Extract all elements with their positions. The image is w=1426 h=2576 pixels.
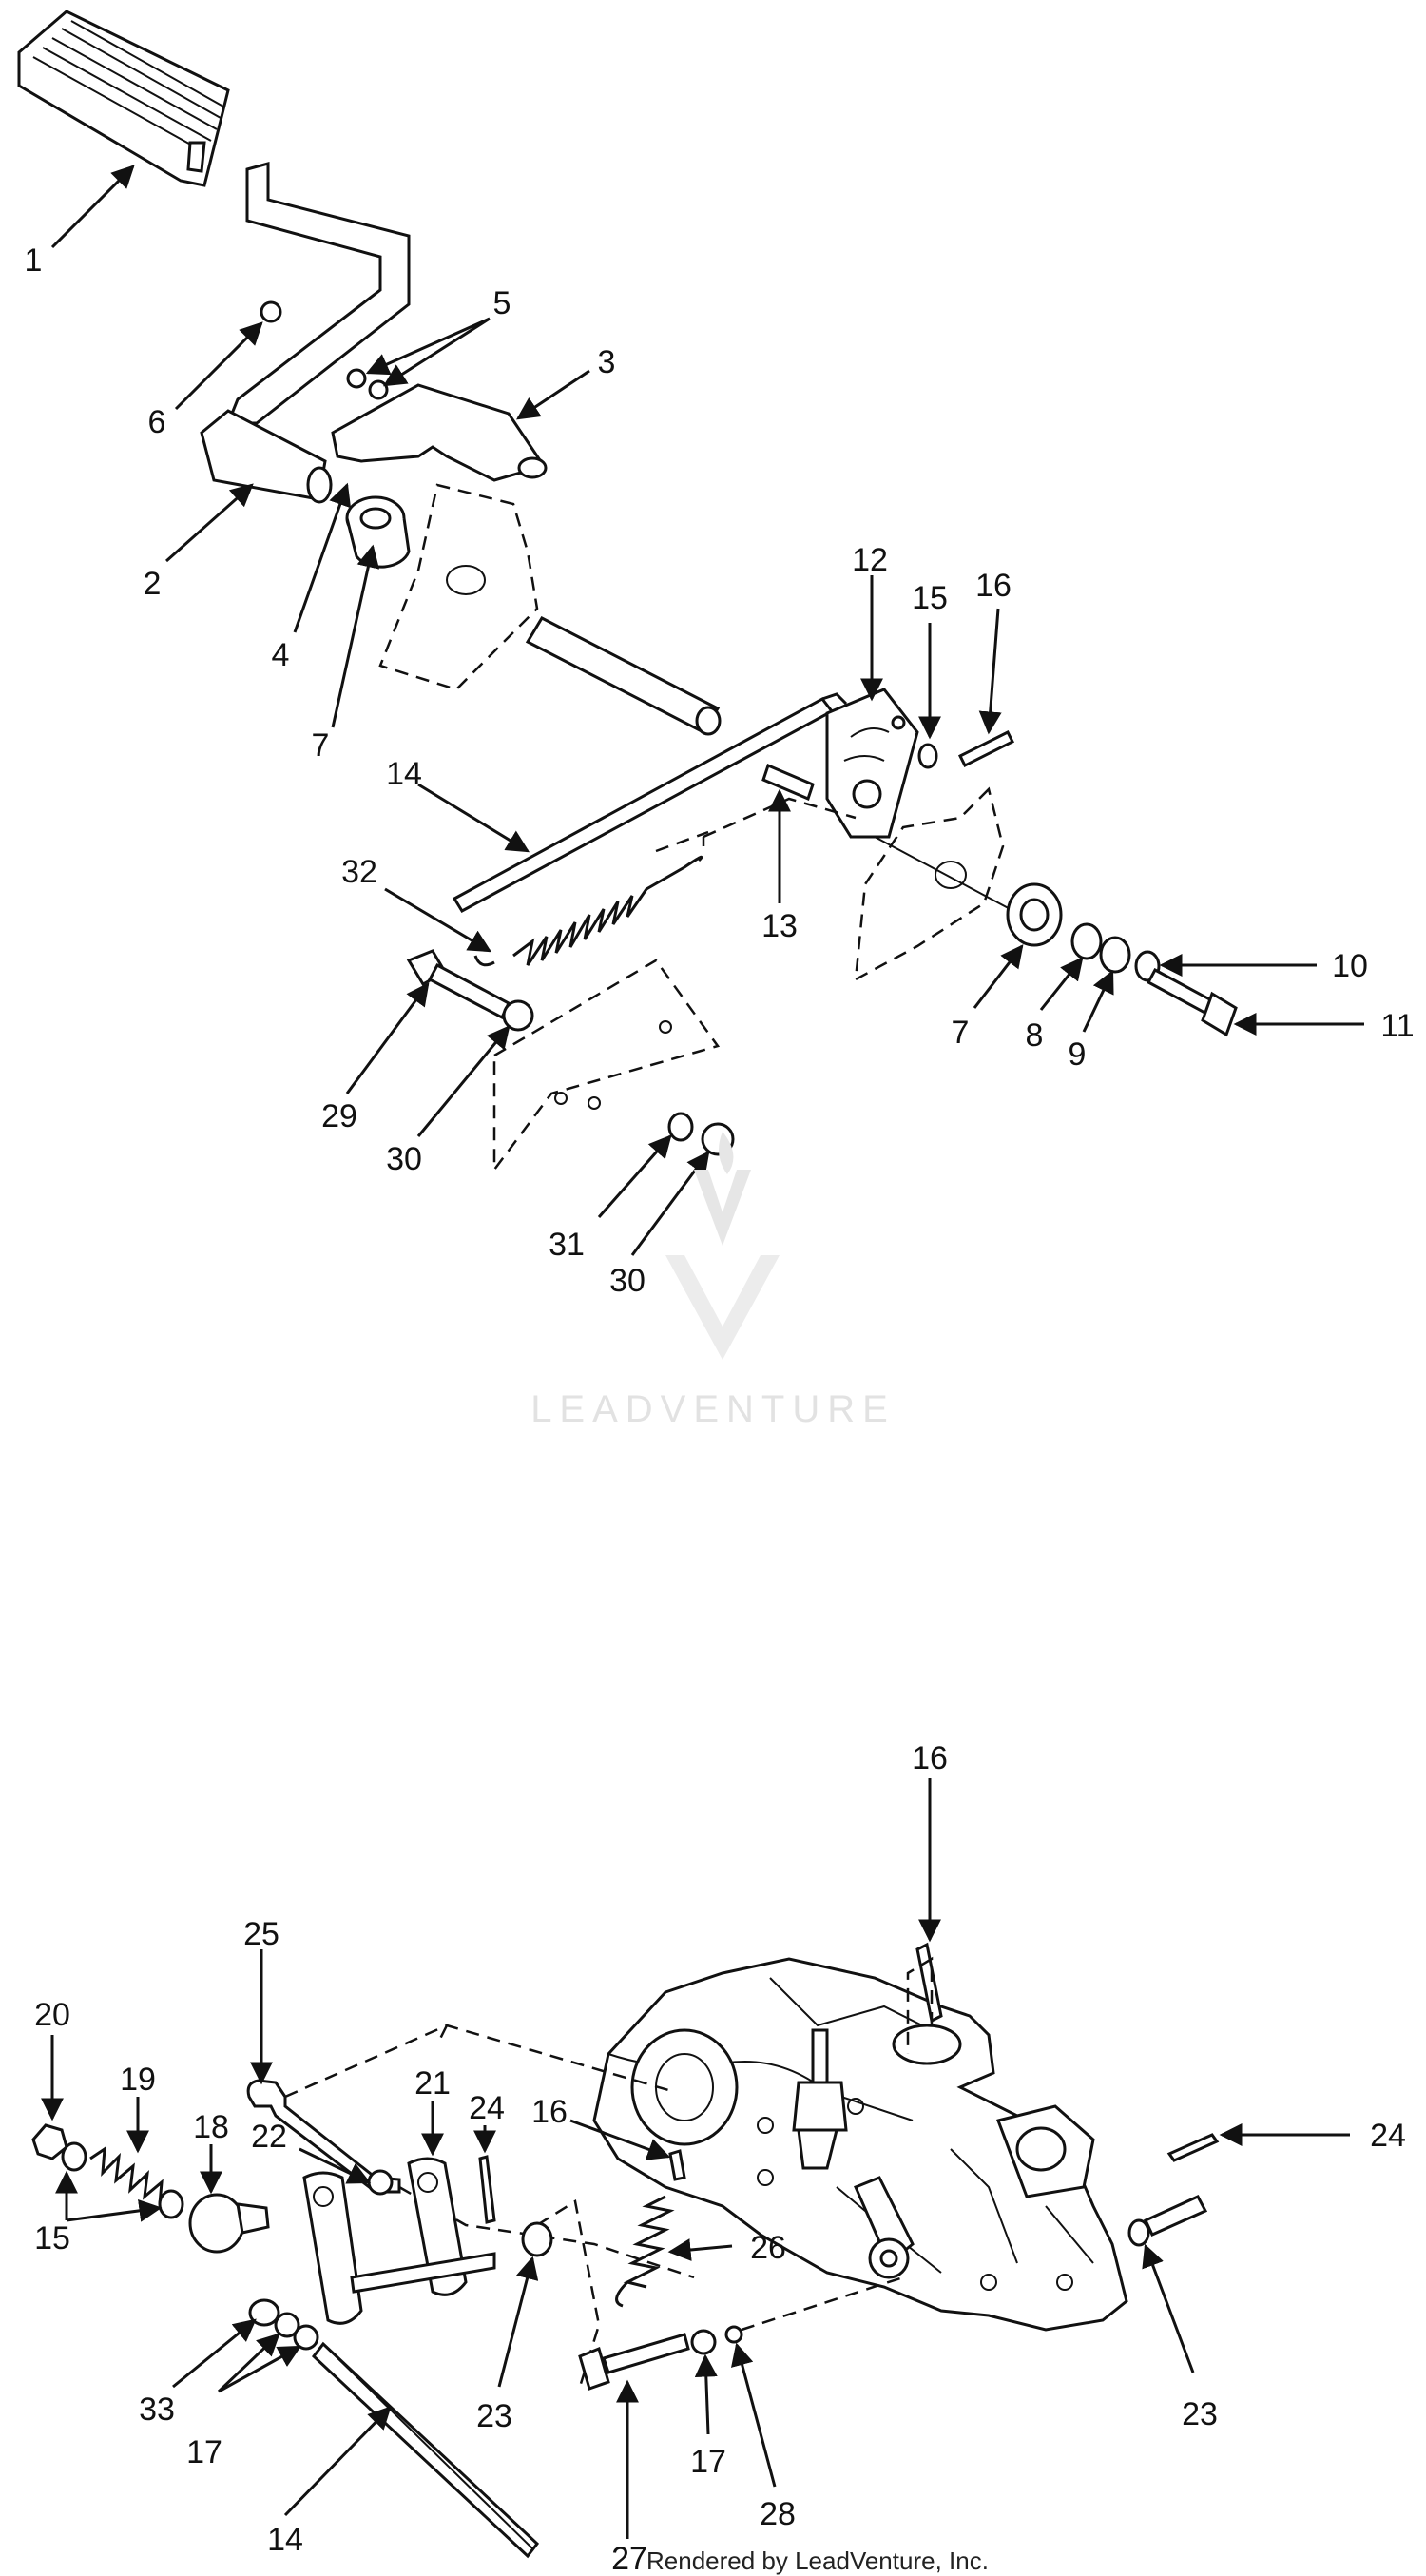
callout-labels-bottom: 16 25 20 19 18 21 24 22 16 26 24 15 33 1…: [34, 1740, 1406, 2576]
pin: [1144, 2195, 1208, 2237]
callout-label: 8: [1026, 1017, 1044, 1054]
cotter-pin: [957, 729, 1015, 768]
spring: [473, 855, 703, 967]
callout-label: 18: [193, 2109, 229, 2145]
callout-label: 30: [609, 1263, 646, 1299]
shaft: [525, 616, 722, 736]
pedal-arm: [200, 162, 411, 504]
nut: [260, 300, 282, 323]
washer: [1127, 2218, 1150, 2247]
callout-label: 21: [414, 2065, 451, 2101]
cotter-pin: [1166, 2133, 1220, 2162]
callout-label: 24: [1370, 2118, 1406, 2154]
cotter-pin: [668, 2149, 686, 2181]
callout-label: 25: [243, 1916, 279, 1952]
bolt: [1146, 967, 1238, 1037]
control-rod: [452, 692, 848, 913]
callout-label: 22: [251, 2119, 287, 2155]
callout-label: 31: [549, 1227, 585, 1263]
spring: [615, 2195, 675, 2308]
callout-label: 13: [761, 908, 798, 944]
callout-label: 23: [476, 2398, 512, 2434]
callout-label: 2: [144, 566, 162, 602]
nut: [367, 2169, 394, 2196]
nut: [724, 2325, 743, 2344]
threaded-rod: [311, 2341, 540, 2559]
washer: [248, 2298, 280, 2327]
frame-outline: [492, 959, 721, 1173]
nut: [274, 2312, 300, 2338]
stud: [761, 763, 815, 802]
washer: [1070, 922, 1103, 960]
callout-label: 33: [139, 2392, 175, 2428]
callout-label: 29: [321, 1098, 357, 1134]
callout-label: 28: [760, 2496, 796, 2532]
callout-label: 10: [1332, 948, 1368, 984]
watermark: LEADVENTURE: [530, 1132, 896, 1430]
callout-label: 11: [1380, 1008, 1414, 1044]
e-clip: [667, 1112, 694, 1142]
callout-label: 4: [272, 637, 290, 673]
bolt: [406, 949, 511, 1020]
bushing: [1006, 882, 1063, 947]
frame-outline: [378, 483, 539, 691]
callout-label: 1: [25, 242, 43, 279]
nut: [293, 2324, 319, 2351]
watermark-text: LEADVENTURE: [530, 1388, 896, 1430]
callout-label: 6: [148, 404, 166, 440]
callout-label: 14: [267, 2522, 303, 2558]
washer: [917, 743, 938, 769]
callout-label: 7: [952, 1015, 970, 1051]
knob: [188, 2193, 270, 2254]
bracket: [331, 383, 548, 482]
callout-label: 24: [469, 2090, 505, 2126]
transmission-lever: [854, 2176, 915, 2279]
nut: [368, 379, 389, 400]
pedal-assembly: [17, 10, 1238, 1173]
callout-label: 9: [1069, 1036, 1087, 1073]
callout-label: 19: [120, 2062, 156, 2098]
leader-lines-bottom: [41, 1778, 1350, 2539]
nut: [502, 999, 534, 1032]
nut: [346, 368, 367, 389]
callout-label: 27: [611, 2541, 647, 2576]
callout-label: 20: [34, 1997, 70, 2033]
washer: [1099, 936, 1131, 974]
washer: [61, 2141, 87, 2172]
washer: [521, 2221, 553, 2257]
callout-labels-top: 1 2 3 4 5 6 7 12 15 16 14 32 13 7 8 9 10…: [25, 242, 1415, 1299]
callout-label: 17: [690, 2444, 726, 2480]
callout-label: 15: [34, 2220, 70, 2256]
leader-lines-top: [50, 165, 1364, 1256]
callout-label: 16: [912, 1740, 948, 1776]
callout-label: 16: [531, 2094, 568, 2130]
callout-label: 23: [1182, 2396, 1218, 2432]
bushing: [345, 495, 411, 569]
callout-label: 7: [312, 727, 330, 764]
nut: [31, 2123, 68, 2160]
callout-label: 32: [341, 854, 377, 890]
callout-label: 5: [493, 285, 511, 321]
pedal-pad: [17, 10, 230, 187]
linkage-plates: [302, 2157, 496, 2325]
footer-credit: Rendered by LeadVenture, Inc.: [646, 2547, 989, 2575]
transmission-linkage-assembly: [31, 1942, 1220, 2559]
callout-label: 3: [598, 344, 616, 380]
washer: [158, 2189, 184, 2219]
callout-label: 17: [186, 2434, 222, 2470]
control-stud: [792, 2028, 848, 2170]
cotter-pin: [478, 2155, 496, 2224]
bolt: [578, 2333, 690, 2391]
control-plate: [825, 688, 919, 839]
callout-label: 16: [975, 568, 1012, 604]
callout-label: 26: [750, 2230, 786, 2266]
callout-label: 12: [852, 542, 888, 578]
spring: [89, 2146, 164, 2205]
callout-label: 14: [386, 756, 422, 792]
callout-label: 15: [912, 580, 948, 616]
callout-label: 30: [386, 1141, 422, 1177]
nut: [690, 2329, 717, 2355]
transmission: [592, 1957, 1128, 2332]
